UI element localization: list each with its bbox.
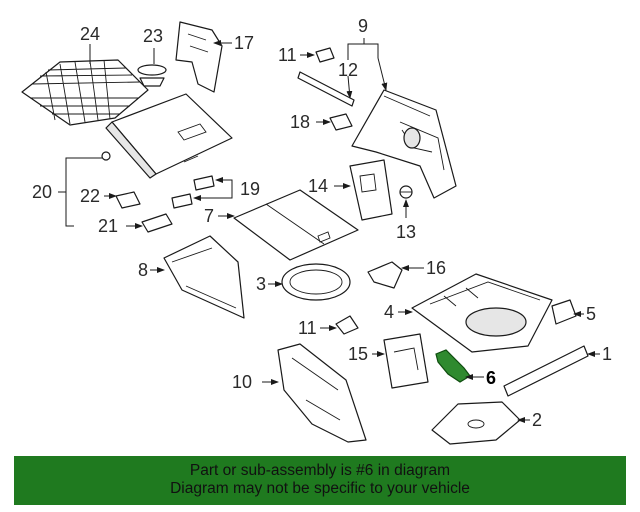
part-20-cargo-cover	[101, 93, 233, 179]
callout-11-top: 11	[278, 45, 297, 65]
callout-15: 15	[348, 344, 368, 364]
callout-1: 1	[602, 344, 612, 364]
part-16-bracket	[367, 261, 403, 289]
callout-23: 23	[143, 26, 163, 46]
notice-banner: Part or sub-assembly is #6 in diagram Di…	[14, 456, 626, 505]
callout-18: 18	[290, 112, 310, 132]
part-10-left-liner	[277, 343, 367, 443]
part-14-access-panel	[349, 159, 393, 221]
notice-line-2: Diagram may not be specific to your vehi…	[170, 480, 470, 497]
part-23-hook	[137, 64, 167, 87]
part-6-highlighted[interactable]	[435, 349, 471, 383]
callout-9: 9	[358, 16, 368, 36]
callout-12: 12	[338, 60, 358, 80]
part-11-clip-top	[315, 47, 335, 63]
part-17-bracket	[175, 21, 223, 93]
callout-2: 2	[532, 410, 542, 430]
part-15-panel	[383, 333, 429, 389]
part-13-knob	[399, 185, 413, 199]
callout-22: 22	[80, 186, 100, 206]
callout-7: 7	[204, 206, 214, 226]
part-22-clip	[115, 191, 141, 209]
part-9-side-trim-panel	[351, 89, 457, 199]
callout-21: 21	[98, 216, 118, 236]
callout-10: 10	[232, 372, 252, 392]
callout-17: 17	[234, 33, 254, 53]
callout-19: 19	[240, 179, 260, 199]
part-8-side-liner	[163, 235, 245, 319]
callout-11-lower: 11	[298, 318, 317, 338]
part-3-spare-tray-ring	[281, 263, 351, 301]
part-2-cargo-mat	[431, 401, 521, 445]
part-1-sill-plate	[503, 345, 589, 397]
part-11-clip-lower	[335, 315, 359, 335]
part-21-handle	[141, 213, 173, 233]
part-18-cover	[329, 113, 353, 131]
callout-20: 20	[32, 182, 52, 202]
part-5-bracket	[551, 299, 577, 325]
callout-24: 24	[80, 24, 100, 44]
callout-8: 8	[138, 260, 148, 280]
callout-6: 6	[486, 368, 496, 388]
callout-5: 5	[586, 304, 596, 324]
callout-3: 3	[256, 274, 266, 294]
callout-16: 16	[426, 258, 446, 278]
part-19-clips	[171, 175, 215, 209]
part-24-cargo-net	[21, 59, 149, 126]
callout-13: 13	[396, 222, 416, 242]
part-4-floor-tub	[411, 273, 553, 353]
part-12-trim-rail	[297, 71, 355, 107]
part-7-floor-board	[233, 189, 359, 261]
notice-line-1: Part or sub-assembly is #6 in diagram	[189, 462, 451, 479]
exploded-parts-diagram: 24 23 17 20 22 21 19 7	[21, 16, 612, 445]
callout-4: 4	[384, 302, 394, 322]
callout-14: 14	[308, 176, 328, 196]
